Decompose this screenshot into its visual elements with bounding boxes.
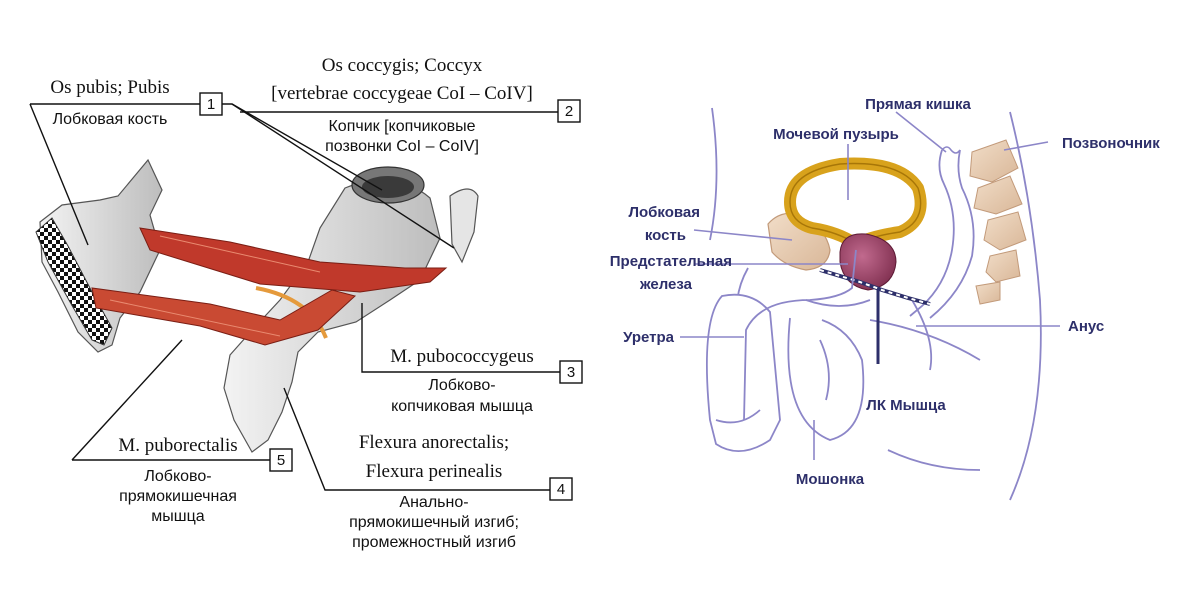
label-2-russian-line2: позвонки CoI – CoIV]: [325, 138, 479, 155]
label-5-latin: M. puborectalis: [118, 435, 237, 456]
anorectal-flexure-line: [255, 286, 328, 339]
pubic-symphysis-surface: [35, 217, 113, 346]
rectum-wavy-top: [941, 146, 961, 154]
label-1-russian: Лобковая кость: [53, 111, 168, 128]
coccyx-shape: [449, 188, 479, 264]
label-4-latin-line1: Flexura anorectalis;: [359, 432, 509, 453]
label-2-russian-line1: Копчик [копчиковые: [328, 118, 475, 135]
urethra-path: [743, 249, 857, 421]
label-pubic-bone-line2: кость: [645, 227, 686, 244]
label-3-latin: M. pubococcygeus: [390, 346, 534, 367]
pubococcygeus-muscle: [139, 227, 448, 293]
label-3-russian-line1: Лобково-: [428, 377, 495, 394]
label-5-russian-line1: Лобково-: [144, 468, 211, 485]
label-bladder: Мочевой пузырь: [773, 126, 899, 143]
label-anus: Анус: [1068, 318, 1104, 335]
label-4-russian-line2: прямокишечный изгиб;: [349, 514, 519, 531]
label-5-russian-line2: прямокишечная: [119, 488, 237, 505]
label-2-latin-line2: [vertebrae coccygeae CoI – CoIV]: [271, 83, 533, 104]
leader-lines: [29, 103, 560, 491]
label-4-russian-line1: Анально-: [399, 494, 468, 511]
label-pc-muscle: ЛК Мышца: [866, 397, 946, 414]
label-5-number: 5: [277, 452, 285, 469]
right-labels: Прямая кишка Мочевой пузырь Позвоночник …: [610, 96, 1160, 488]
rectum-lumen: [362, 176, 414, 198]
puborectalis-muscle: [91, 287, 357, 346]
number-boxes: 1 2 3 4 5: [199, 92, 583, 501]
label-1-number: 1: [207, 96, 215, 113]
rectum-tube: [909, 149, 975, 319]
left-labels: Os pubis; Pubis Лобковая кость Os coccyg…: [50, 55, 533, 551]
label-4-latin-line2: Flexura perinealis: [366, 461, 503, 482]
label-4-number: 4: [557, 481, 565, 498]
prostate-shape: [839, 233, 897, 291]
label-scrotum: Мошонка: [796, 471, 865, 488]
label-5-russian-line3: мышца: [151, 508, 205, 525]
label-3-number: 3: [567, 364, 575, 381]
label-urethra: Уретра: [623, 329, 675, 346]
pubic-bone-shape: [39, 158, 163, 353]
label-pubic-bone-line1: Лобковая: [628, 204, 700, 221]
label-prostate-line2: железа: [639, 276, 693, 293]
muscle-fiber-lines: [109, 235, 321, 337]
label-2-latin-line1: Os coccygis; Coccyx: [322, 55, 483, 76]
pelvic-floor-muscle: [819, 268, 931, 364]
label-4-russian-line3: промежностный изгиб: [352, 534, 516, 551]
label-3-russian-line2: копчиковая мышца: [391, 398, 533, 415]
label-1-latin: Os pubis; Pubis: [50, 77, 169, 98]
right-diagram: Прямая кишка Мочевой пузырь Позвоночник …: [610, 96, 1160, 501]
spine-vertebrae: [969, 139, 1027, 305]
label-prostate-line1: Предстательная: [610, 253, 732, 270]
body-outline: [705, 107, 1042, 501]
left-diagram: 1 2 3 4 5 Os pubis; Pubis Лобковая кость…: [29, 55, 583, 551]
bladder-edge: [789, 162, 922, 245]
label-2-number: 2: [565, 103, 573, 120]
label-spine: Позвоночник: [1062, 135, 1160, 152]
label-rectum: Прямая кишка: [865, 96, 971, 113]
right-leader-lines: [680, 111, 1060, 460]
